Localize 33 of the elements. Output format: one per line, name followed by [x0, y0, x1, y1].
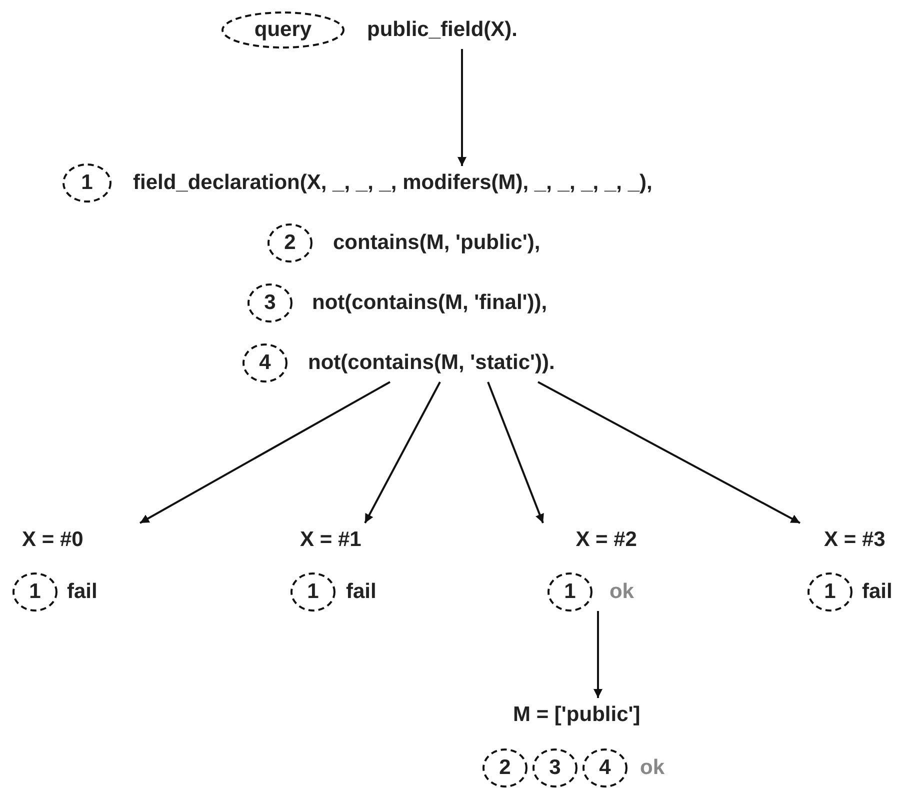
- dashed-circle: 2: [482, 748, 528, 788]
- arrow: [594, 611, 602, 698]
- code-text: not(contains(M, 'final')),: [312, 288, 548, 318]
- dashed-circle: 1: [12, 572, 58, 612]
- code-text: fail: [67, 577, 98, 607]
- dashed-circle: 4: [242, 343, 288, 383]
- arrow: [538, 381, 800, 524]
- code-text: contains(M, 'public'),: [333, 228, 540, 258]
- dashed-circle: 3: [532, 748, 578, 788]
- dashed-circle: 4: [582, 748, 628, 788]
- dashed-ellipse: query: [221, 11, 345, 49]
- arrow: [458, 49, 466, 166]
- code-text: fail: [862, 577, 892, 607]
- arrow: [487, 382, 544, 524]
- code-text: public_field(X).: [367, 15, 518, 45]
- arrow: [364, 382, 441, 524]
- code-text: X = #0: [22, 525, 157, 555]
- arrow: [140, 381, 390, 524]
- dashed-circle: 1: [290, 572, 336, 612]
- code-text: M = ['public']: [513, 700, 640, 730]
- dashed-circle: 1: [547, 572, 593, 612]
- code-text: ok: [640, 753, 665, 783]
- dashed-circle: 3: [247, 283, 293, 323]
- code-text: ok: [594, 577, 634, 607]
- code-text: not(contains(M, 'static')).: [308, 348, 555, 378]
- code-text: fail: [346, 577, 376, 607]
- dashed-circle: 2: [267, 223, 313, 263]
- dashed-circle: 1: [807, 572, 853, 612]
- code-text: X = #2: [535, 525, 637, 555]
- code-text: field_declaration(X, _, _, _, modifers(M), _, _, _, _, _),: [133, 168, 652, 198]
- dashed-circle: 1: [62, 163, 112, 203]
- code-text: X = #1: [300, 525, 390, 555]
- code-text: X = #3: [824, 525, 886, 555]
